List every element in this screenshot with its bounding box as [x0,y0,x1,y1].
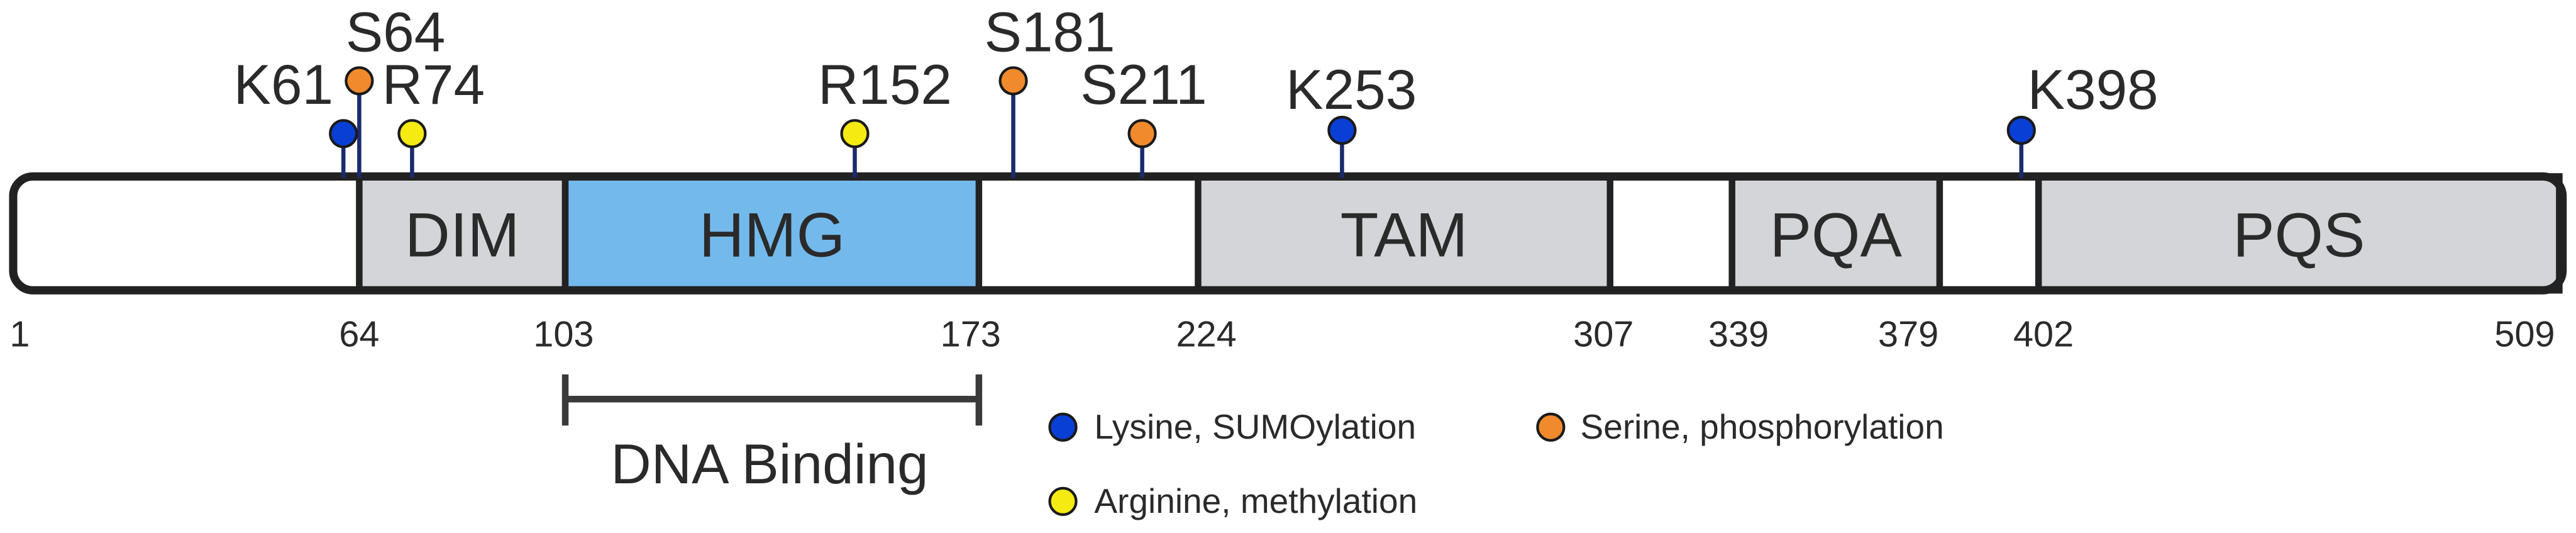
domain-tam [1195,173,1613,294]
site-label-s181: S181 [985,0,1115,63]
site-pin-k398 [2006,115,2036,145]
site-pin-s211 [1127,119,1157,149]
legend-label-serine: Serine, phosphorylation [1581,407,1944,446]
domain-label-pqa: PQA [1770,201,1903,271]
site-label-k253: K253 [1286,58,1417,121]
domain-label-pqs: PQS [2233,201,2365,271]
position-label-339: 339 [1708,314,1769,354]
site-label-k398: K398 [2028,58,2159,121]
position-labels-layer: 1 64 103 173 224 307 339 379 402 509 [9,314,2555,354]
site-pin-k61 [329,119,358,149]
position-label-224: 224 [1176,314,1236,354]
site-label-r74: R74 [382,53,485,116]
site-pin-r152 [840,119,870,149]
domain-label-hmg: HMG [699,201,845,271]
site-pin-s181 [998,66,1028,96]
position-label-103: 103 [533,314,594,354]
site-pin-r74 [397,119,427,149]
position-label-509: 509 [2494,314,2555,354]
position-label-64: 64 [339,314,379,354]
position-label-1: 1 [9,314,30,354]
position-label-307: 307 [1573,314,1633,354]
domain-dim [356,173,569,294]
dna-binding-label: DNA Binding [611,432,928,495]
site-pin-k253 [1327,115,1357,145]
site-label-r152: R152 [818,53,952,116]
position-label-173: 173 [941,314,1001,354]
legend-label-lysine: Lysine, SUMOylation [1094,407,1416,446]
domain-label-tam: TAM [1341,201,1468,271]
position-label-402: 402 [2013,314,2074,354]
legend-marker-arginine [1048,486,1078,516]
legend-marker-serine [1536,412,1566,442]
domains-layer: DIM HMG TAM PQA PQS [13,173,2563,294]
site-label-s211: S211 [1080,53,1207,116]
domain-label-dim: DIM [405,201,520,271]
site-label-s64: S64 [346,0,446,63]
legend: Lysine, SUMOylation Serine, phosphorylati… [1048,407,1944,520]
legend-label-arginine: Arginine, methylation [1094,481,1417,520]
legend-marker-lysine [1048,412,1078,442]
protein-bar-outline [9,172,2567,295]
dna-binding-bracket: DNA Binding [561,374,983,495]
site-pin-s64 [345,66,374,96]
site-label-k61: K61 [234,53,334,116]
position-label-379: 379 [1878,314,1938,354]
